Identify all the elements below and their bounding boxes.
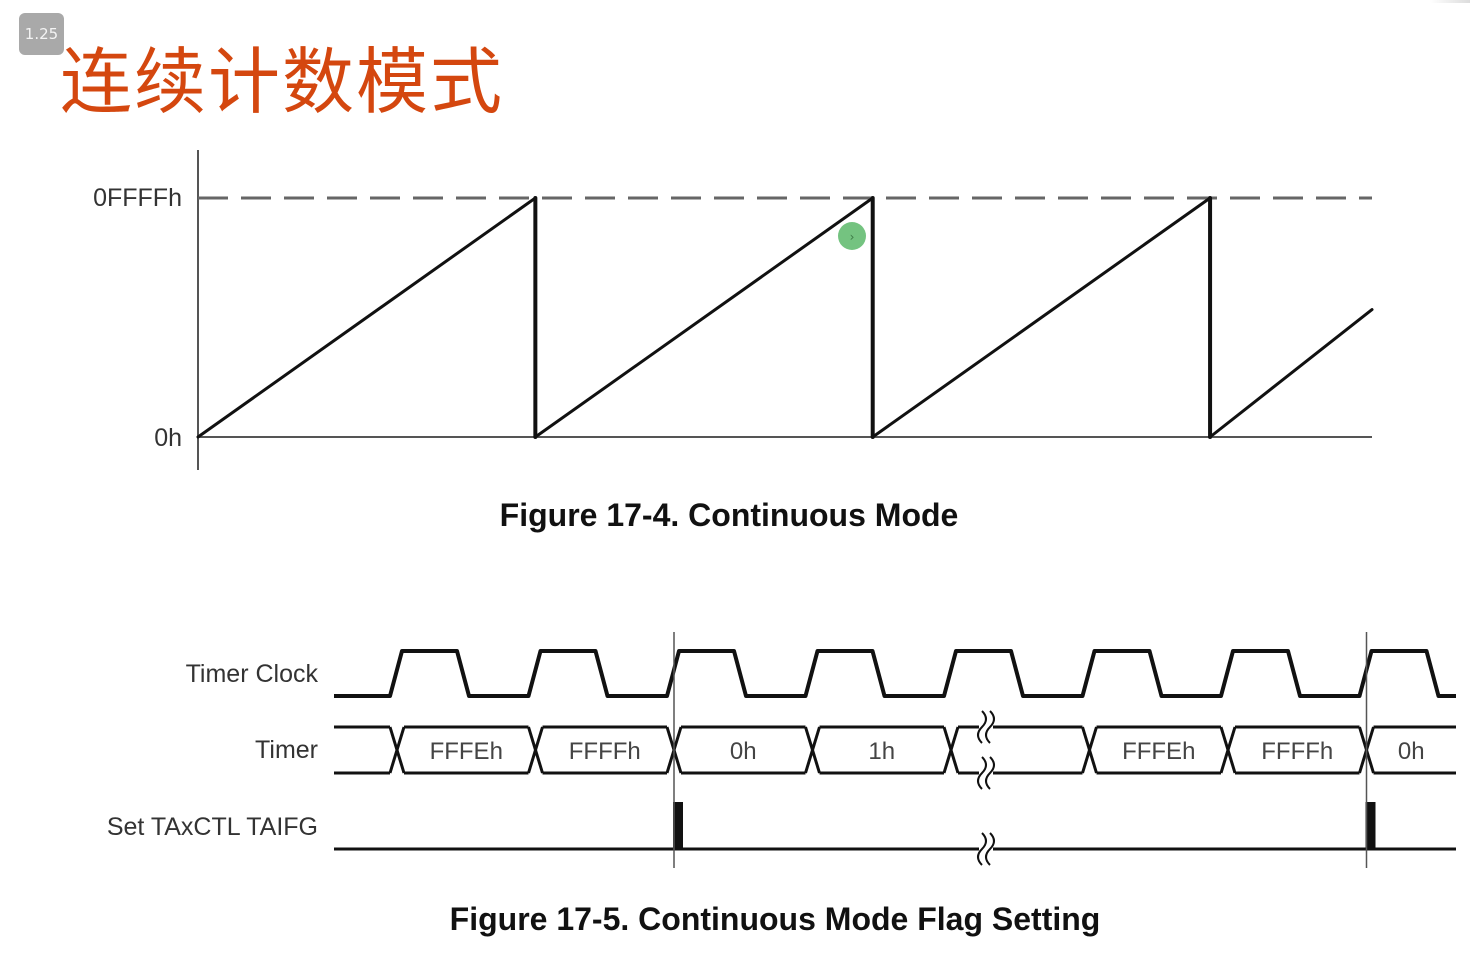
bus-value-label: 1h [868, 738, 895, 765]
break-mark [985, 756, 995, 790]
taifg-pulse [1365, 802, 1376, 849]
break-mark [985, 832, 995, 866]
break-gap [979, 769, 993, 777]
bus-transition [804, 726, 821, 774]
overflow-markers [673, 632, 1368, 868]
y-tick-max-label: 0FFFFh [93, 184, 182, 212]
counter-ramp-segment [871, 196, 1212, 439]
taifg-waveform [334, 802, 1456, 866]
timer-clock-waveform [334, 649, 1456, 698]
bus-value-label: FFFFh [1261, 738, 1333, 765]
bus-transition [388, 726, 406, 774]
break-mark [977, 756, 987, 790]
playback-speed-badge[interactable]: 1.25 [19, 13, 64, 55]
counter-ramp-segment [196, 196, 537, 439]
break-gap [979, 845, 993, 853]
timer-bus-waveform: FFFEh FFFFh 0h 1h FFFEh FFFFh 0h [334, 710, 1456, 790]
flag-setting-timing-diagram: Timer Clock Timer Set TAxCTL TAIFG FFFEh… [107, 632, 1456, 937]
counter-ramp-segment [1208, 308, 1374, 439]
continuous-mode-chart: 0FFFFh 0h Figure 17-4. Continuous Mode [93, 150, 1374, 533]
break-gap [979, 723, 993, 731]
taifg-pulse [673, 802, 683, 849]
mouse-cursor-indicator: › [838, 222, 866, 250]
bus-value-label: 0h [730, 738, 757, 765]
break-mark [977, 832, 987, 866]
signal-label-taifg: Set TAxCTL TAIFG [107, 813, 318, 841]
figure-17-4-caption: Figure 17-4. Continuous Mode [500, 497, 959, 533]
sawtooth-series [196, 196, 1374, 439]
counter-ramp-segment [533, 196, 875, 439]
bus-transition [527, 726, 544, 774]
bus-value-label: FFFEh [1122, 738, 1195, 765]
bus-value-label: FFFFh [569, 738, 641, 765]
window-edge-shadow [1430, 0, 1470, 3]
figure-17-5-caption: Figure 17-5. Continuous Mode Flag Settin… [450, 901, 1101, 937]
bus-transition [942, 726, 960, 774]
bus-transition [1081, 726, 1098, 774]
timer-clock-trace [334, 649, 1456, 698]
slide-title: 连续计数模式 [60, 40, 505, 124]
signal-label-timer-clock: Timer Clock [186, 660, 319, 688]
break-mark [977, 710, 987, 744]
break-mark [985, 710, 995, 744]
signal-label-timer: Timer [255, 736, 318, 764]
bus-value-label: FFFEh [430, 738, 503, 765]
svg-text:›: › [850, 230, 855, 244]
bus-value-label: 0h [1398, 738, 1425, 765]
bus-transition [1219, 726, 1237, 774]
y-tick-zero-label: 0h [154, 424, 182, 452]
